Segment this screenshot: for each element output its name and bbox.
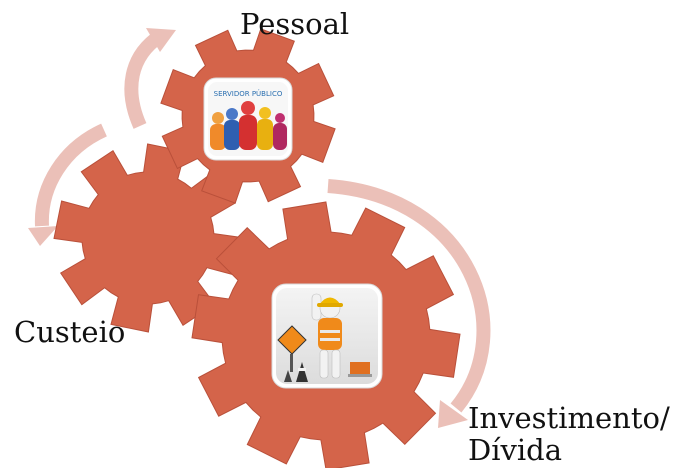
servidor-publico-image: SERVIDOR PÚBLICO (203, 77, 293, 161)
gear-custeio (53, 143, 243, 333)
arrowhead-pessoal (146, 28, 176, 52)
label-investimento-line1: Investimento/ (468, 401, 670, 435)
gear-small-body (53, 143, 243, 333)
arrow-to-pessoal (124, 30, 165, 129)
worker-icon (277, 293, 372, 382)
arrow-to-investimento (327, 179, 491, 413)
people-icon (210, 101, 287, 150)
label-custeio: Custeio (14, 315, 126, 349)
cycle-arrows (28, 28, 491, 428)
arrow-to-custeio (34, 123, 108, 227)
arrowhead-custeio (28, 226, 58, 246)
servidor-publico-text: SERVIDOR PÚBLICO (214, 89, 283, 98)
label-investimento-line2: Dívida (468, 433, 563, 467)
label-pessoal: Pessoal (240, 7, 350, 41)
arrowhead-investimento (438, 400, 468, 428)
construction-worker-image (271, 283, 383, 389)
label-investimento-divida: Investimento/ Dívida (468, 402, 670, 466)
